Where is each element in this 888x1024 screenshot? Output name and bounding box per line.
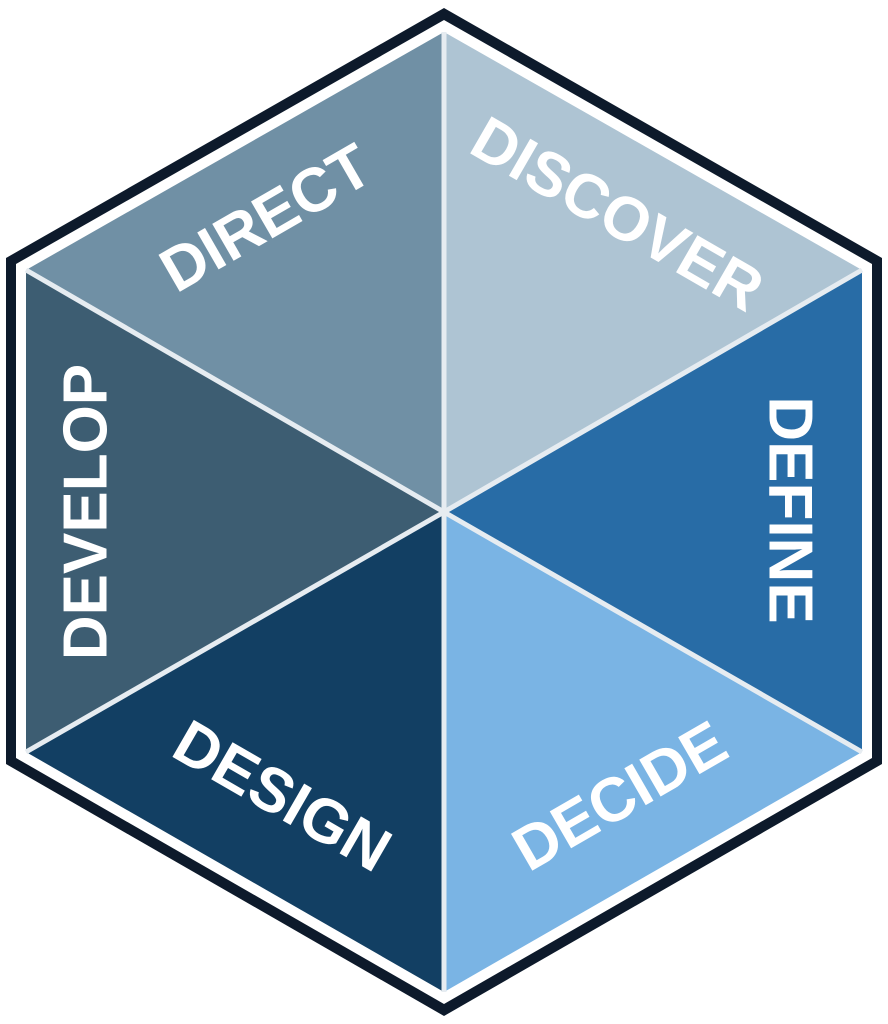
segment-label-develop: DEVELOP	[51, 364, 120, 660]
segment-decide	[26, 512, 444, 992]
segment-design	[26, 270, 444, 752]
segment-develop	[26, 32, 444, 512]
segment-discover	[444, 270, 862, 752]
segment-label-define: DEFINE	[756, 396, 825, 623]
segment-define	[444, 512, 862, 992]
segment-direct	[444, 32, 862, 512]
segment-dividers	[24, 32, 864, 992]
